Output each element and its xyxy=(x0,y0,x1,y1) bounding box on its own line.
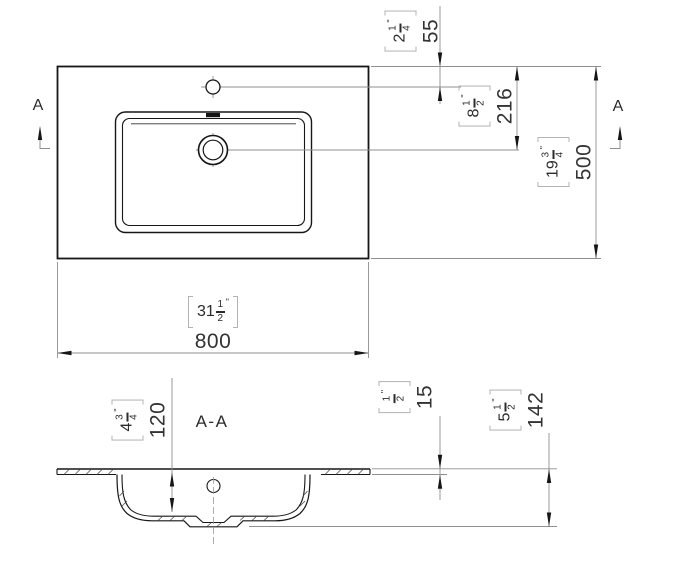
dim-fraction: 1 2 xyxy=(461,98,487,108)
metric-value: 800 xyxy=(194,330,232,353)
cut-arrow-left xyxy=(37,126,43,140)
fraction-numerator: 1 xyxy=(461,100,473,106)
dim-arrow xyxy=(354,350,369,356)
dim-arrow xyxy=(593,244,599,259)
bracket-right xyxy=(233,296,238,328)
basin-inner-edge xyxy=(121,117,306,227)
fraction-denominator: 4 xyxy=(401,25,413,31)
dim-label-rim-thickness: 1 2 " 15 xyxy=(378,380,437,414)
inch-mark: " xyxy=(112,408,123,412)
inch-mark: " xyxy=(379,389,390,394)
imperial-value: 5 1 2 " xyxy=(489,389,522,431)
dim-whole: 8 xyxy=(465,108,483,118)
metric-value: 500 xyxy=(572,143,596,181)
metric-value: 142 xyxy=(524,391,548,429)
bracket-left xyxy=(188,296,193,328)
fraction-denominator: 2 xyxy=(475,100,487,106)
dim-arrow xyxy=(514,66,520,81)
dim-arrow xyxy=(593,66,599,81)
fraction-denominator: 2 xyxy=(506,404,518,410)
dim-label-overall-height: 5 1 2 " 142 xyxy=(489,389,548,431)
dim-label-overall-depth: 19 3 4 " 500 xyxy=(537,137,596,187)
dim-whole: 2 xyxy=(391,33,409,43)
dim-arrow xyxy=(169,498,175,512)
dim-arrow xyxy=(57,350,72,356)
imperial-value: 1 2 " xyxy=(378,380,411,414)
bracket-left xyxy=(458,121,491,127)
bracket-left xyxy=(378,408,411,414)
dim-label-basin-depth: 4 3 4 " 120 xyxy=(111,399,170,441)
bracket-right xyxy=(384,10,417,16)
cut-arrow-right xyxy=(617,126,623,140)
bracket-left xyxy=(111,435,144,441)
dim-fraction: 1 4 xyxy=(387,23,413,33)
fraction-denominator: 2 xyxy=(395,395,407,402)
dim-whole: 5 xyxy=(496,412,514,422)
metric-value: 55 xyxy=(419,18,443,44)
dim-arrow xyxy=(437,474,443,489)
inch-mark: " xyxy=(459,94,470,98)
cut-marker-label-left: A xyxy=(32,97,44,114)
section-title: A-A xyxy=(195,412,229,431)
section-hatching xyxy=(63,468,364,527)
cut-line-left xyxy=(39,140,50,149)
fraction-numerator: 3 xyxy=(540,151,552,158)
imperial-value: 2 1 4 " xyxy=(384,10,417,52)
metric-value: 15 xyxy=(413,384,437,410)
inch-mark: " xyxy=(490,398,501,402)
fraction-numerator: 3 xyxy=(114,414,126,420)
fraction-numerator: 1 xyxy=(217,298,224,310)
faucet-hole xyxy=(205,79,221,95)
overflow-slot xyxy=(206,113,220,118)
dim-label-overall-width: 31 1 2 " 800 xyxy=(188,296,238,352)
dim-arrow xyxy=(437,52,443,67)
dim-fraction: 3 4 xyxy=(114,412,140,422)
bracket-right xyxy=(111,399,144,405)
fraction-bar xyxy=(215,311,225,313)
bracket-left xyxy=(489,425,522,431)
dim-fraction: 1 2 xyxy=(215,298,225,325)
dim-arrow xyxy=(169,472,175,487)
dim-whole: 4 xyxy=(118,422,136,432)
bracket-left xyxy=(537,182,570,187)
dim-fraction: 3 4 xyxy=(540,150,566,160)
bracket-left xyxy=(384,46,417,52)
fraction-numerator: 1 xyxy=(381,395,393,402)
bracket-right xyxy=(489,389,522,395)
cut-line-right xyxy=(610,140,621,149)
inch-mark: " xyxy=(225,297,229,307)
dim-whole: 31 xyxy=(197,303,215,320)
fraction-denominator: 4 xyxy=(554,151,566,158)
bracket-right xyxy=(458,85,491,91)
dim-label-drain-offset: 8 1 2 " 216 xyxy=(458,85,517,127)
inch-mark: " xyxy=(385,19,396,23)
metric-value: 216 xyxy=(493,87,517,125)
cut-marker-label-right: A xyxy=(612,98,624,115)
metric-value: 120 xyxy=(146,401,170,439)
basin-section-outer-surface xyxy=(116,474,311,528)
dim-arrow xyxy=(437,454,443,469)
imperial-value: 4 3 4 " xyxy=(111,399,144,441)
bracket-right xyxy=(537,137,570,142)
fraction-numerator: 1 xyxy=(492,404,504,410)
basin-outer-edge xyxy=(114,111,313,234)
imperial-value: 31 1 2 " xyxy=(188,296,238,328)
inch-mark: " xyxy=(538,146,549,150)
drain-inner-circle xyxy=(202,139,224,161)
fraction-denominator: 4 xyxy=(128,414,140,420)
imperial-value: 8 1 2 " xyxy=(458,85,491,127)
dim-arrow xyxy=(437,87,443,101)
dim-whole: 19 xyxy=(544,160,562,178)
fraction-numerator: 1 xyxy=(387,25,399,31)
dim-label-faucet-offset: 2 1 4 " 55 xyxy=(384,10,443,52)
imperial-value: 19 3 4 " xyxy=(537,137,570,187)
dim-arrow xyxy=(546,469,552,483)
dim-fraction: 1 2 xyxy=(492,402,518,412)
fraction-denominator: 2 xyxy=(217,313,224,325)
dim-fraction: 1 2 xyxy=(381,394,407,404)
dim-arrow xyxy=(514,136,520,150)
dim-arrow xyxy=(546,512,552,527)
bracket-right xyxy=(378,380,411,386)
